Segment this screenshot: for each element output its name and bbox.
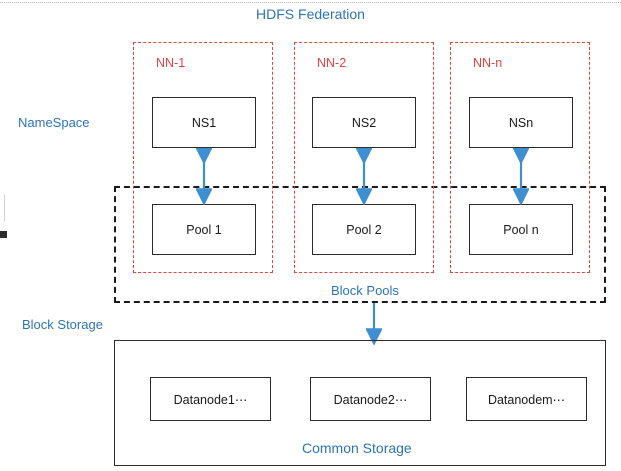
block-pool-node-1: Pool 1 <box>152 204 256 255</box>
left-edge-tick <box>0 195 5 221</box>
double-arrow-3 <box>513 148 529 205</box>
block-storage-label: Block Storage <box>22 317 103 332</box>
datanode-1: Datanode1⋯ <box>150 377 271 421</box>
double-arrow-2 <box>356 148 372 205</box>
block-pool-node-3: Pool n <box>469 204 573 255</box>
namespace-label: NameSpace <box>18 115 90 130</box>
common-storage-label: Common Storage <box>302 440 412 456</box>
down-arrow-to-storage <box>366 303 382 345</box>
double-arrow-1 <box>196 148 212 205</box>
common-storage-box <box>114 340 606 466</box>
namespace-node-3: NSn <box>469 97 573 148</box>
top-divider <box>0 2 621 3</box>
namespace-node-2: NS2 <box>312 97 416 148</box>
block-pool-node-2: Pool 2 <box>312 204 416 255</box>
namenode-group-2 <box>294 42 434 273</box>
namenode-group-2-label: NN-2 <box>317 56 347 70</box>
namenode-group-1-label: NN-1 <box>156 56 186 70</box>
datanode-3: Datanodem⋯ <box>466 377 587 421</box>
block-pools-label: Block Pools <box>331 283 399 298</box>
namenode-group-3-label: NN-n <box>473 56 503 70</box>
datanode-2: Datanode2⋯ <box>310 377 431 421</box>
namenode-group-1 <box>133 42 273 273</box>
diagram-title: HDFS Federation <box>256 6 365 22</box>
namenode-group-3 <box>450 42 590 273</box>
namespace-node-1: NS1 <box>152 97 256 148</box>
left-edge-marker <box>0 231 7 238</box>
